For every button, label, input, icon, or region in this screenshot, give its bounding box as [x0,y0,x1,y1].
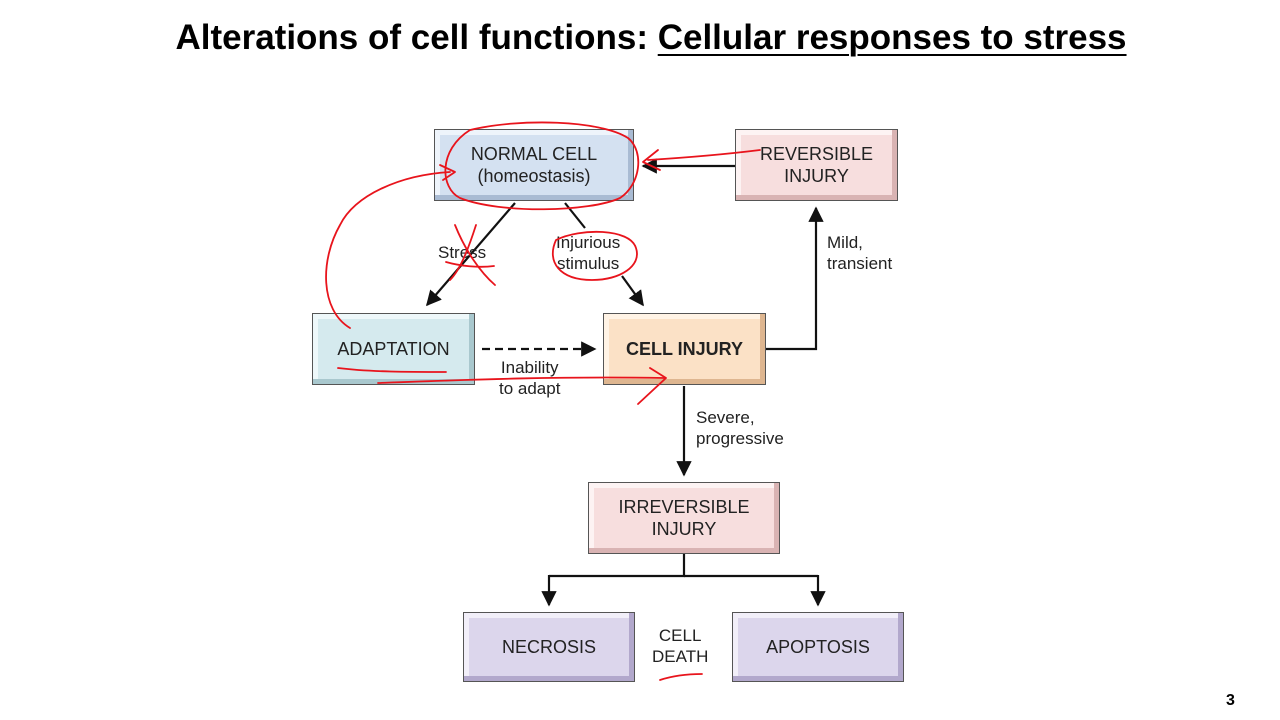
arrow-injurious-stimulus-head [621,275,644,307]
annotation-arrow-to-cell-injury [377,376,665,384]
node-reversible-injury-line2: INJURY [784,166,849,186]
node-cell-injury: CELL INJURY [603,313,766,385]
annotation-underline-cell-death [659,673,703,681]
label-mild-transient: Mild, transient [827,233,893,273]
annotation-underline-adaptation [337,367,447,373]
node-adaptation-label: ADAPTATION [337,339,450,359]
node-necrosis: NECROSIS [463,612,635,682]
node-normal-cell: NORMAL CELL (homeostasis) [434,129,634,201]
label-inability-to-adapt: Inability to adapt [499,358,561,398]
label-injurious-stimulus: Injurious stimulus [556,233,621,273]
node-apoptosis: APOPTOSIS [732,612,904,682]
annotation-arrow-reversible [647,149,761,161]
node-irreversible-injury-line2: INJURY [651,519,717,539]
annotation-loop-adaptation [325,171,451,329]
node-adaptation: ADAPTATION [312,313,475,385]
arrow-stress [425,202,516,307]
node-reversible-injury: REVERSIBLE INJURY [735,129,898,201]
node-apoptosis-label: APOPTOSIS [766,637,870,657]
label-severe-progressive: Severe, progressive [696,408,784,448]
annotation-circle-injurious [551,230,638,281]
title-underlined: Cellular responses to stress [657,18,1127,57]
slide-number: 3 [1226,692,1235,709]
label-cell-death: CELL DEATH [652,626,709,666]
label-stress: Stress [438,243,487,262]
node-irreversible-injury-line1: IRREVERSIBLE [618,497,750,517]
title-prefix: Alterations of cell functions: [175,18,658,57]
node-cell-injury-label: CELL INJURY [625,339,744,359]
node-normal-cell-line2: (homeostasis) [477,166,591,186]
arrow-mild-transient [765,206,824,351]
slide-title: Alterations of cell functions: Cellular … [0,18,1280,58]
node-normal-cell-line1: NORMAL CELL [470,144,598,164]
arrow-injurious-stimulus [564,202,586,229]
annotation-circle-normal-cell [444,121,640,211]
node-irreversible-injury: IRREVERSIBLE INJURY [588,482,780,554]
node-necrosis-label: NECROSIS [501,637,597,657]
annotation-cross-stress [454,224,496,286]
node-reversible-injury-line1: REVERSIBLE [759,144,874,164]
